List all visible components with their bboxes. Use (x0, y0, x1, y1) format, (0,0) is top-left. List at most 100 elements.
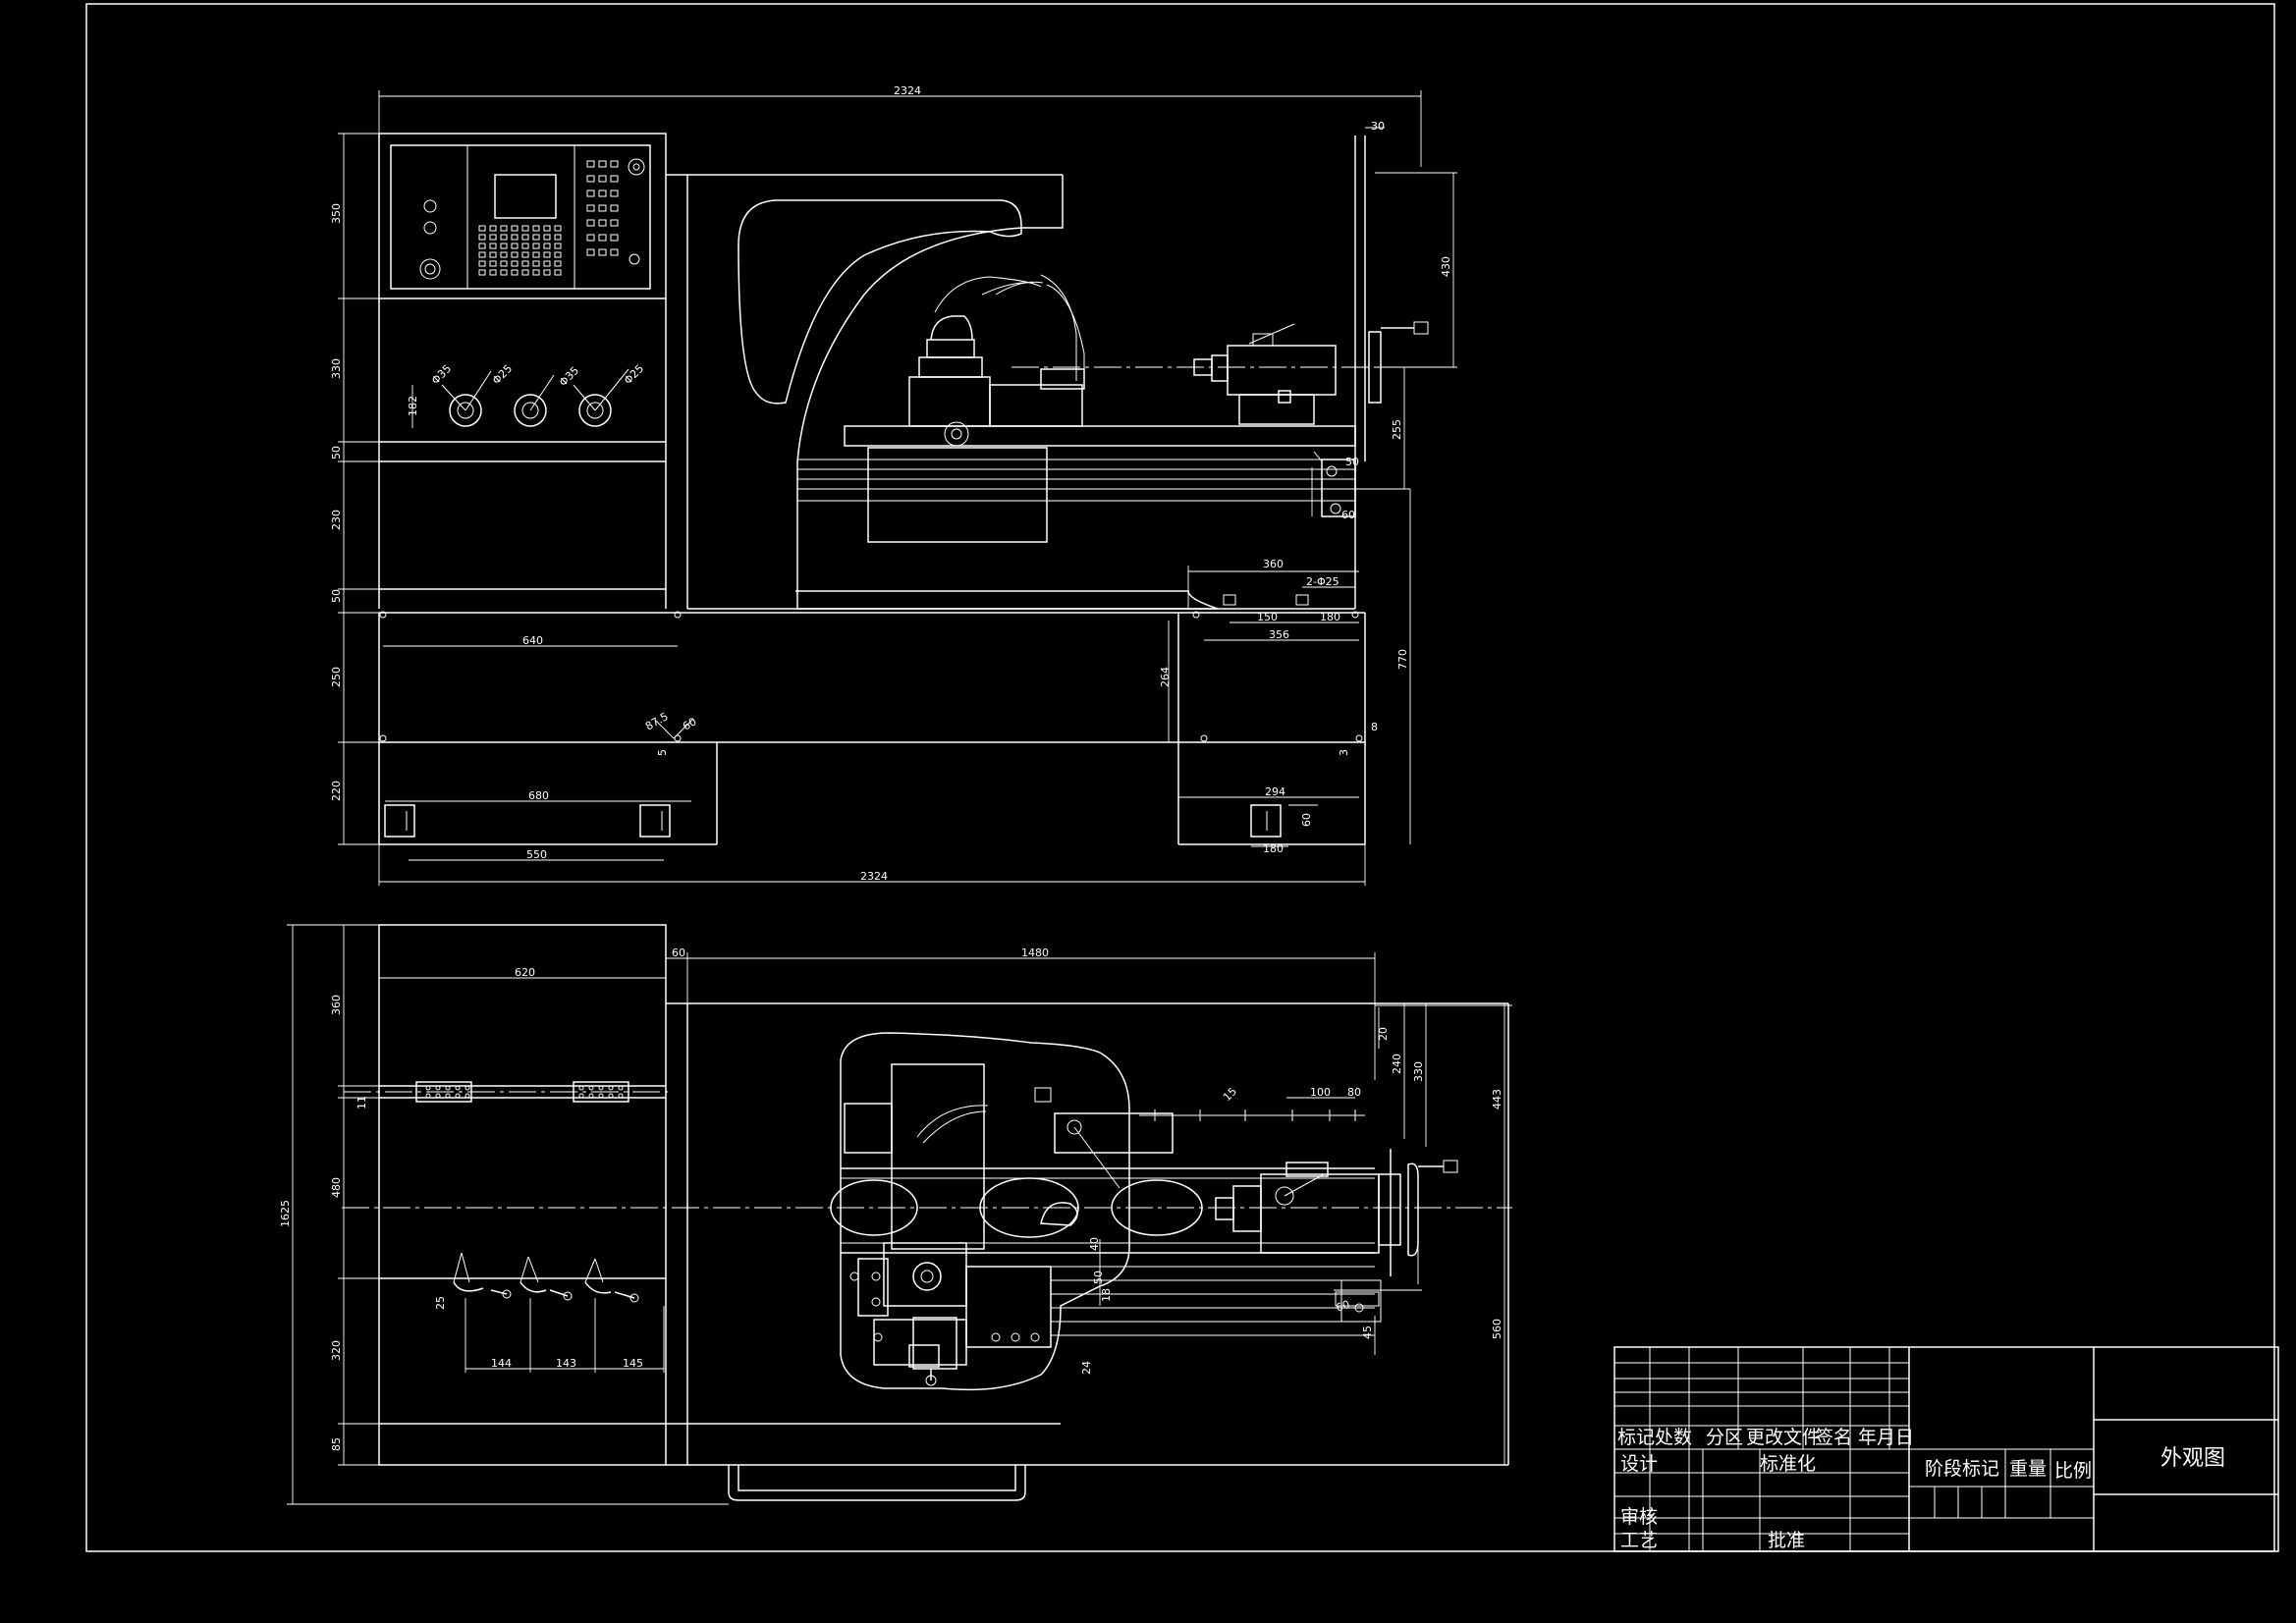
front-view: 2324 Φ35 (330, 84, 1457, 886)
svg-text:100: 100 (1310, 1086, 1331, 1099)
top-view: 144 143 145 25 1625 360 11 480 320 85 62… (279, 924, 1512, 1505)
svg-text:330: 330 (330, 358, 343, 379)
svg-text:60: 60 (681, 715, 699, 732)
tailstock (1011, 323, 1375, 425)
svg-text:1625: 1625 (279, 1200, 292, 1227)
svg-text:5: 5 (656, 749, 669, 756)
svg-text:250: 250 (330, 667, 343, 687)
svg-text:50: 50 (1092, 1271, 1105, 1284)
svg-text:550: 550 (526, 848, 547, 861)
top-levers (453, 1252, 639, 1303)
svg-text:Φ25: Φ25 (622, 362, 646, 387)
svg-text:11: 11 (355, 1096, 368, 1109)
svg-text:50: 50 (1345, 456, 1359, 468)
svg-text:Φ35: Φ35 (557, 364, 581, 389)
svg-text:60: 60 (1300, 813, 1313, 827)
svg-text:60: 60 (672, 947, 685, 959)
svg-text:144: 144 (491, 1357, 512, 1370)
svg-text:3: 3 (1338, 749, 1350, 756)
tb-design: 设计 (1620, 1453, 1658, 1475)
svg-text:480: 480 (330, 1177, 343, 1198)
svg-text:1480: 1480 (1021, 947, 1049, 959)
svg-text:145: 145 (623, 1357, 643, 1370)
tb-header-date: 年月日 (1858, 1427, 1914, 1448)
svg-text:680: 680 (528, 789, 549, 802)
svg-text:430: 430 (1440, 256, 1452, 277)
tb-scale: 比例 (2054, 1460, 2092, 1482)
svg-text:620: 620 (515, 966, 535, 979)
svg-text:560: 560 (1491, 1319, 1503, 1339)
svg-text:40: 40 (1088, 1237, 1101, 1251)
svg-text:24: 24 (1080, 1361, 1093, 1375)
svg-text:30: 30 (1371, 120, 1385, 133)
tb-process: 工艺 (1620, 1530, 1658, 1551)
svg-text:294: 294 (1265, 785, 1285, 798)
svg-text:180: 180 (1263, 842, 1284, 855)
svg-text:230: 230 (330, 510, 343, 530)
tb-header-signature: 签名 (1815, 1427, 1852, 1448)
svg-text:220: 220 (330, 781, 343, 801)
svg-text:50: 50 (330, 446, 343, 460)
svg-text:350: 350 (330, 203, 343, 224)
svg-text:356: 356 (1269, 628, 1289, 641)
title-block: 标记 处数 分区 更改文件 签名 年月日 设计 标准化 审核 工艺 批准 阶段标… (1613, 1346, 2279, 1552)
svg-text:60: 60 (1335, 1298, 1352, 1315)
bed (844, 425, 1356, 447)
svg-text:25: 25 (434, 1296, 447, 1310)
tb-review: 审核 (1620, 1506, 1658, 1528)
svg-text:330: 330 (1412, 1061, 1425, 1082)
svg-text:640: 640 (522, 634, 543, 647)
cnc-screen (494, 174, 557, 219)
tb-header-count: 处数 (1655, 1427, 1692, 1448)
svg-text:Φ25: Φ25 (490, 362, 515, 387)
tb-header-change-doc: 更改文件 (1746, 1427, 1821, 1448)
svg-text:2-Φ25: 2-Φ25 (1306, 575, 1339, 588)
svg-text:320: 320 (330, 1340, 343, 1361)
tb-header-zone: 分区 (1706, 1427, 1743, 1448)
svg-text:150: 150 (1257, 611, 1278, 623)
gear-levers: Φ35 Φ25 Φ35 Φ25 (429, 362, 646, 427)
svg-text:264: 264 (1159, 667, 1172, 687)
svg-text:45: 45 (1361, 1325, 1374, 1339)
apron (867, 447, 1048, 543)
headstock-cover (796, 175, 1064, 609)
svg-text:20: 20 (1377, 1027, 1390, 1041)
svg-text:360: 360 (330, 995, 343, 1015)
svg-text:360: 360 (1263, 558, 1284, 570)
tb-stage-mark: 阶段标记 (1925, 1458, 1999, 1480)
cnc-panel (390, 144, 651, 290)
tool-turret (908, 274, 1085, 447)
control-cabinet (378, 133, 667, 299)
svg-text:255: 255 (1391, 419, 1403, 440)
svg-text:443: 443 (1491, 1089, 1503, 1109)
cnc-keypad-right (586, 160, 619, 256)
svg-text:80: 80 (1347, 1086, 1361, 1099)
tb-weight: 重量 (2009, 1458, 2047, 1480)
tb-approve: 批准 (1768, 1530, 1805, 1551)
headstock-window (738, 199, 1022, 405)
tb-header-mark: 标记 (1617, 1427, 1655, 1448)
svg-text:15: 15 (1221, 1085, 1239, 1104)
svg-text:770: 770 (1396, 649, 1409, 670)
svg-text:182: 182 (407, 396, 419, 416)
drawing-frame (85, 3, 2275, 1552)
svg-text:143: 143 (556, 1357, 576, 1370)
svg-text:2324: 2324 (860, 870, 888, 883)
svg-text:85: 85 (330, 1437, 343, 1451)
svg-text:50: 50 (330, 589, 343, 603)
handle-bar (728, 1465, 1026, 1501)
headstock-top (840, 1032, 1130, 1391)
tb-drawing-title: 外观图 (2160, 1446, 2225, 1471)
svg-text:18: 18 (1100, 1288, 1113, 1302)
feed-box: 50 60 (1311, 451, 1359, 521)
svg-text:87.5: 87.5 (643, 710, 671, 733)
dim-overall-top: 2324 (894, 84, 921, 97)
svg-text:180: 180 (1320, 611, 1340, 623)
svg-text:60: 60 (1341, 509, 1355, 521)
svg-text:240: 240 (1391, 1054, 1403, 1074)
svg-text:8: 8 (1371, 721, 1378, 733)
cnc-keypad (478, 225, 562, 276)
tb-standardize: 标准化 (1760, 1453, 1816, 1475)
svg-text:Φ35: Φ35 (429, 362, 454, 387)
